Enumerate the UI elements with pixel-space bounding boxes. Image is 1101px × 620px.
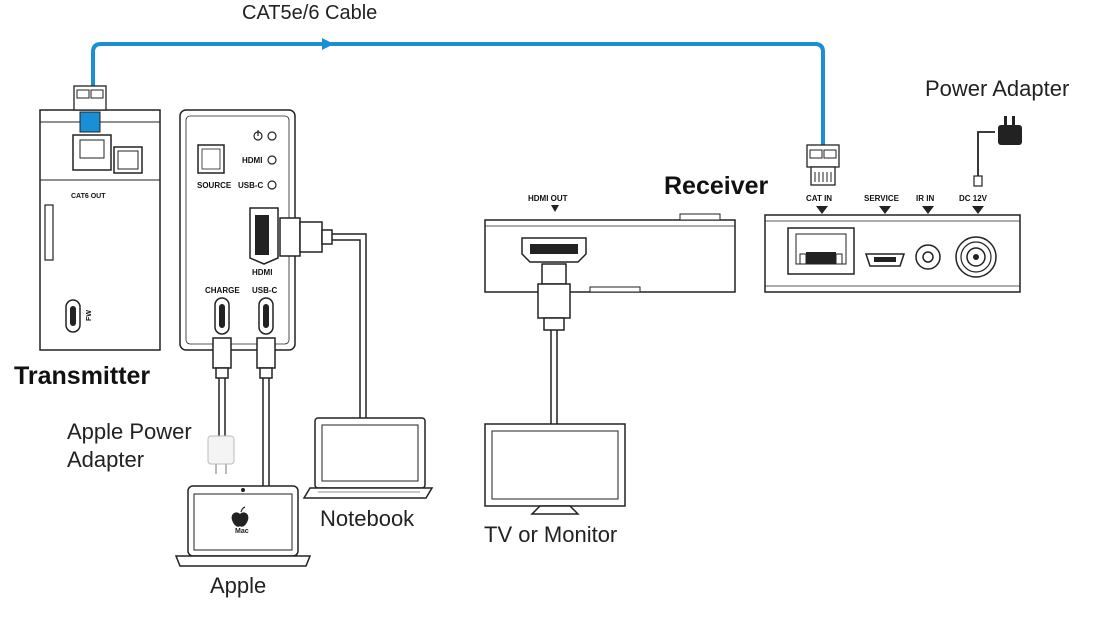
apple-power-line1: Apple Power [67, 419, 192, 444]
tv-label: TV or Monitor [484, 522, 618, 547]
hdmi-port-label: HDMI [252, 268, 273, 277]
hdmi-led-label: HDMI [242, 156, 263, 165]
dc-label: DC 12V [959, 194, 988, 203]
cable-direction-arrow-icon [322, 38, 334, 50]
apple-laptop-icon [174, 485, 312, 567]
apple-label: Apple [210, 573, 267, 598]
apple-power-adapter-icon [207, 435, 235, 474]
notebook-icon [302, 417, 434, 499]
hdmi-cable-notebook [279, 217, 367, 418]
receiver-unit [764, 206, 1021, 293]
power-adapter-label: Power Adapter [925, 76, 1070, 101]
notebook-label: Notebook [320, 506, 415, 531]
apple-logo-icon [231, 512, 249, 527]
ir-in-port-icon [915, 244, 941, 270]
charge-label: CHARGE [205, 286, 240, 295]
hdmi-out-unit [484, 205, 736, 293]
usbc-led-label: USB-C [238, 181, 264, 190]
power-adapter-icon [973, 116, 1022, 187]
transmitter-title: Transmitter [14, 362, 151, 390]
apple-power-line2: Adapter [67, 447, 145, 472]
usbc-port-label: USB-C [252, 286, 278, 295]
receiver-title: Receiver [664, 172, 769, 200]
cat6-out-label: CAT6 OUT [71, 193, 106, 200]
tv-icon [484, 423, 626, 515]
cat6-out-port-icon [72, 134, 112, 171]
usbc-cables [212, 337, 276, 488]
hdmi-cable-tv [537, 263, 571, 424]
apple-screen-text: Mac [235, 528, 249, 535]
cat-cable [91, 38, 825, 145]
hdmi-out-label: HDMI OUT [528, 194, 568, 203]
cat-in-label: CAT IN [806, 194, 833, 203]
transmitter-back-unit [39, 85, 161, 351]
ir-in-label: IR IN [916, 194, 935, 203]
source-label: SOURCE [197, 181, 232, 190]
transmitter-front-unit [179, 109, 296, 351]
cable-label: CAT5e/6 Cable [242, 2, 378, 24]
fw-label: FW [85, 310, 93, 321]
receiver-cat-plug [806, 144, 840, 186]
service-label: SERVICE [864, 194, 899, 203]
